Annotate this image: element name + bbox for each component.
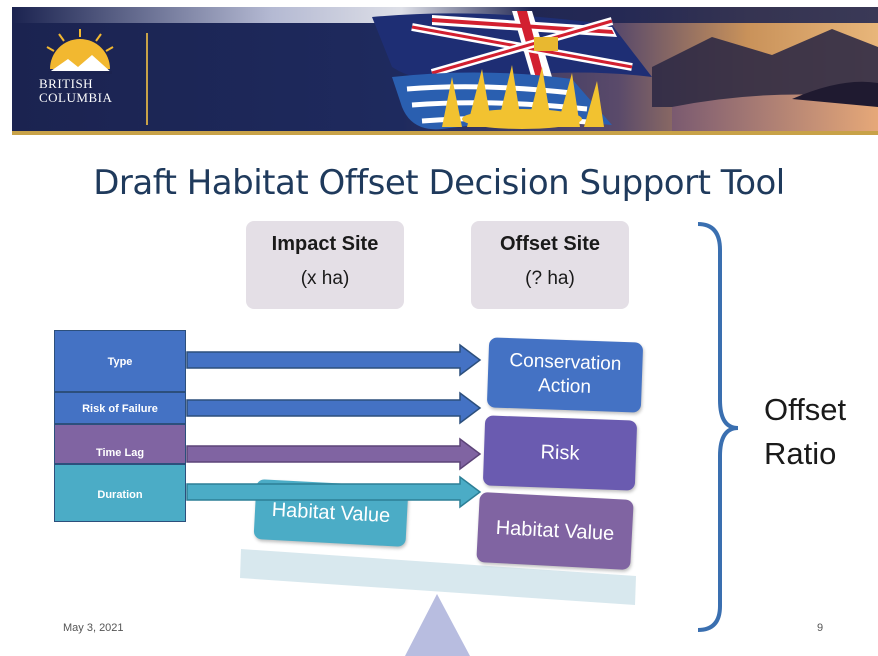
factor-type: Type	[54, 330, 186, 392]
risk-tile: Risk	[482, 415, 638, 491]
offset-ratio-line1: Offset	[764, 392, 847, 427]
impact-site-heading: Impact Site	[271, 233, 379, 255]
header-banner: BRITISH COLUMBIA	[12, 7, 878, 135]
bc-logo	[46, 29, 114, 74]
conservation-action-tile: Conservation Action	[486, 337, 644, 413]
scale-beam	[240, 549, 636, 605]
impact-site-area: (x ha)	[300, 268, 350, 289]
arrow-type	[186, 343, 482, 377]
fulcrum	[405, 594, 470, 656]
curly-bracket	[697, 222, 739, 632]
offset-site-box: Offset Site (? ha)	[471, 221, 629, 309]
factor-risk-of-failure: Risk of Failure	[54, 392, 186, 424]
offset-site-heading: Offset Site	[499, 233, 601, 255]
logo-text-british: BRITISH	[39, 76, 94, 91]
offset-habitat-value-tile: Habitat Value	[476, 492, 634, 570]
factor-time-lag: Time Lag	[54, 424, 186, 464]
slide-title: Draft Habitat Offset Decision Support To…	[93, 163, 785, 203]
impact-site-box: Impact Site (x ha)	[246, 221, 404, 309]
offset-ratio-line2: Ratio	[764, 436, 837, 471]
arrow-duration	[186, 475, 482, 509]
footer-date: May 3, 2021	[63, 622, 124, 634]
factor-duration: Duration	[54, 464, 186, 522]
offset-site-area: (? ha)	[525, 268, 575, 289]
logo-text-columbia: COLUMBIA	[39, 90, 113, 105]
offset-ratio-label: Offset Ratio	[764, 388, 846, 476]
arrow-risk-of-failure	[186, 391, 482, 425]
arrow-time-lag	[186, 437, 482, 471]
footer-page-number: 9	[817, 622, 824, 634]
flag-image	[372, 11, 652, 130]
banner-background	[12, 7, 878, 135]
